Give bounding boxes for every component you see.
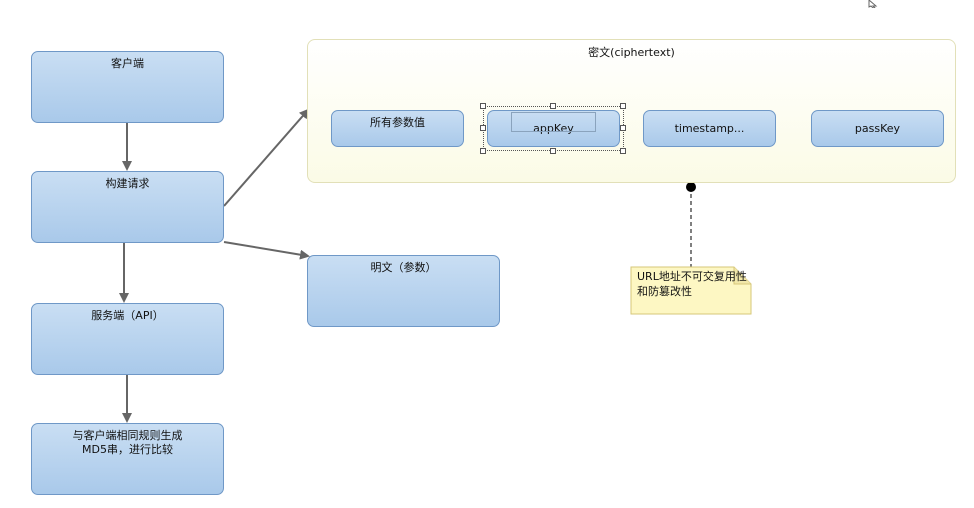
- resize-handle-middle-left[interactable]: [480, 125, 486, 131]
- compare-label-line1: 与客户端相同规则生成: [72, 429, 183, 442]
- resize-handle-middle-right[interactable]: [620, 125, 626, 131]
- mouse-cursor-icon: [868, 0, 878, 8]
- passkey-label: passKey: [854, 121, 901, 135]
- note-anchor-dot: [686, 182, 696, 192]
- resize-handle-top-center[interactable]: [550, 103, 556, 109]
- connector-build-to-ciphertext[interactable]: [223, 108, 310, 207]
- resize-handle-bottom-center[interactable]: [550, 148, 556, 154]
- timestamp-label: timestamp...: [674, 121, 745, 135]
- compare-label-line2: MD5串，进行比较: [82, 443, 173, 456]
- client-label: 客户端: [111, 57, 144, 70]
- resize-handle-top-right[interactable]: [620, 103, 626, 109]
- resize-handle-bottom-right[interactable]: [620, 148, 626, 154]
- timestamp-node[interactable]: timestamp...: [643, 110, 776, 147]
- ciphertext-title: 密文(ciphertext): [588, 46, 675, 59]
- appkey-text-edit-box[interactable]: [511, 112, 596, 132]
- plaintext-label: 明文（参数）: [370, 261, 437, 274]
- plaintext-node[interactable]: 明文（参数）: [307, 255, 500, 327]
- compare-label: 与客户端相同规则生成 MD5串，进行比较: [32, 424, 223, 457]
- all-params-label: 所有参数值: [370, 116, 425, 129]
- server-label: 服务端（API）: [91, 309, 164, 322]
- note[interactable]: URL地址不可交复用性和防篡改性: [631, 267, 751, 314]
- resize-handle-top-left[interactable]: [480, 103, 486, 109]
- build-request-node[interactable]: 构建请求: [31, 171, 224, 243]
- passkey-node[interactable]: passKey: [811, 110, 944, 147]
- note-label: URL地址不可交复用性和防篡改性: [637, 270, 747, 298]
- compare-node[interactable]: 与客户端相同规则生成 MD5串，进行比较: [31, 423, 224, 495]
- resize-handle-bottom-left[interactable]: [480, 148, 486, 154]
- client-node[interactable]: 客户端: [31, 51, 224, 123]
- all-params-node[interactable]: 所有参数值: [331, 110, 464, 147]
- build-request-label: 构建请求: [105, 177, 150, 190]
- connector-build-to-plaintext[interactable]: [223, 241, 310, 260]
- server-node[interactable]: 服务端（API）: [31, 303, 224, 375]
